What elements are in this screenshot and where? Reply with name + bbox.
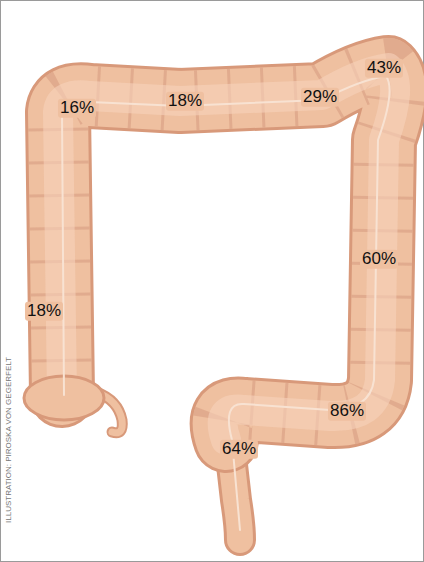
percentage-label: 29% (301, 88, 339, 107)
percentage-label: 64% (220, 440, 258, 459)
percentage-label: 43% (365, 59, 403, 78)
colon-fill (58, 68, 395, 440)
colon-outline (58, 68, 395, 440)
colon-body (24, 68, 395, 540)
percentage-label: 60% (360, 250, 398, 269)
haustra (58, 68, 395, 440)
credit-text: ILLUSTRATION: PIROSKA VON GEGERFELT (5, 355, 14, 525)
percentage-label: 16% (58, 99, 96, 118)
percentage-label: 18% (25, 302, 63, 321)
percentage-label: 86% (328, 402, 366, 421)
highlight (58, 68, 395, 440)
teniae-line (62, 76, 390, 530)
percentage-label: 18% (166, 92, 204, 111)
